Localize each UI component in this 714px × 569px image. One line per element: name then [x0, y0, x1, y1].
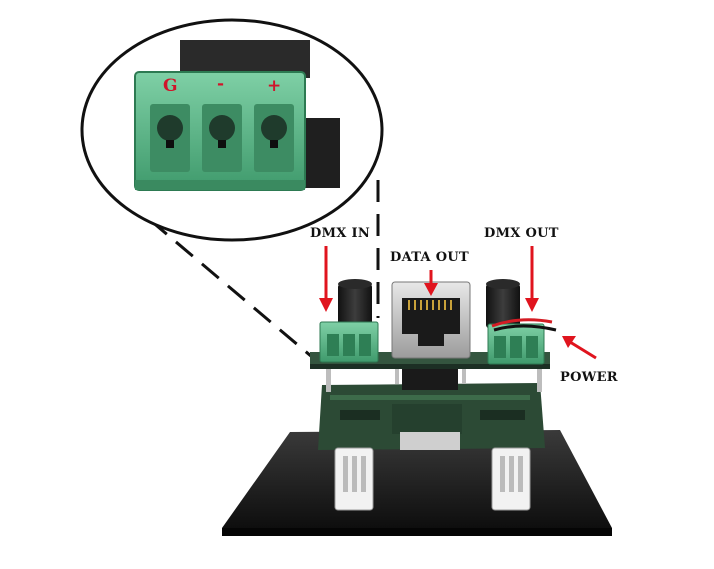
- label-dmx-out: DMX OUT: [484, 226, 559, 241]
- callout-arrows: [319, 246, 597, 360]
- pin-label-plus: +: [267, 76, 282, 96]
- zoom-callout: [80, 18, 384, 242]
- capacitor-right: [486, 279, 520, 328]
- pin-label-minus: -: [217, 74, 225, 94]
- capacitor-left: [338, 279, 372, 328]
- rj45-jack: [391, 281, 471, 359]
- zoom-leader-lines: [149, 180, 380, 364]
- standoff-pins: [326, 362, 542, 392]
- power-wires: [491, 318, 557, 332]
- zoom-screw-terminals: [150, 104, 294, 172]
- arrow-dmx-out: [525, 246, 539, 312]
- label-dmx-in: DMX IN: [310, 226, 371, 241]
- label-data-out: DATA OUT: [390, 250, 469, 265]
- arrow-power: [562, 336, 597, 360]
- label-power: POWER: [560, 370, 618, 385]
- arrow-data-out: [424, 270, 438, 296]
- lower-connectors: [334, 447, 531, 511]
- arrow-dmx-in: [319, 246, 333, 312]
- terminal-block-dmx-in: [319, 321, 379, 363]
- lower-pcb: [318, 366, 545, 450]
- pin-label-ground: G: [163, 76, 178, 96]
- terminal-block-dmx-out: [487, 323, 545, 365]
